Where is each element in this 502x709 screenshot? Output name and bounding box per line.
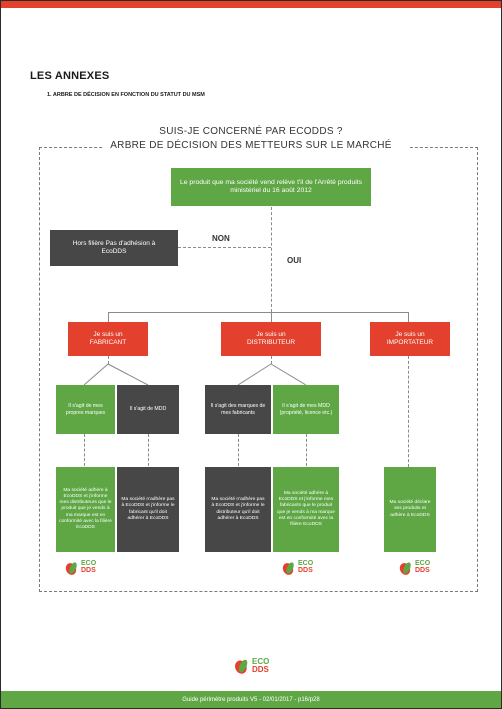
section-subtitle: 1. ARBRE DE DÉCISION EN FONCTION DU STAT… — [47, 92, 205, 98]
page-title: LES ANNEXES — [30, 70, 110, 82]
leaf-icon — [399, 562, 411, 575]
connector — [178, 247, 271, 248]
case-distributeur-mdd: Il s'agit de mes MDD (propriété, licence… — [273, 385, 339, 434]
connector — [408, 312, 409, 322]
connector — [408, 356, 409, 467]
case-distributeur-marques-fabricants: Il s'agit des marques de mes fabricants — [205, 385, 271, 434]
hors-filiere-box: Hors filière Pas d'adhésion à EcoDDS — [50, 230, 178, 266]
case-fabricant-propres-marques: Il s'agit de mes propres marques — [56, 385, 115, 434]
diagram-subtitle: ARBRE DE DÉCISION DES METTEURS SUR LE MA… — [110, 140, 392, 151]
non-label: NON — [212, 234, 230, 243]
outcome-fabricant-mdd: Ma société n'adhère pas à EcoDDS et j'in… — [117, 467, 179, 552]
oui-label: OUI — [287, 256, 302, 265]
leaf-icon — [65, 562, 77, 575]
top-accent-bar — [0, 0, 502, 8]
outcome-fabricant-propres: Ma société adhère à EcoDDS et j'informe … — [56, 467, 115, 552]
outcome-importateur: Ma société déclare ses produits et adhèr… — [384, 467, 436, 552]
role-importateur: Je suis un IMPORTATEUR — [370, 322, 450, 356]
outcome-distributeur-fabricants: Ma société n'adhère pas à EcoDDS et j'in… — [205, 467, 271, 552]
role-distributeur: Je suis un DISTRIBUTEUR — [221, 322, 321, 356]
question-box: Le produit que ma société vend relève t'… — [171, 168, 371, 206]
page-footer: Guide périmètre produits V5 - 02/01/2017… — [0, 691, 502, 709]
leaf-icon — [282, 562, 294, 575]
outcome-distributeur-mdd: Ma société adhère à EcoDDS et j'informe … — [273, 467, 339, 552]
diagram-title: SUIS-JE CONCERNÉ PAR ECODDS ? — [159, 126, 343, 137]
connector — [271, 312, 272, 322]
connector — [271, 207, 272, 312]
connector — [108, 312, 408, 313]
role-fabricant: Je suis un FABRICANT — [68, 322, 148, 356]
leaf-icon — [235, 659, 248, 674]
connector — [108, 312, 109, 322]
case-fabricant-mdd: Il s'agit de MDD — [117, 385, 179, 434]
